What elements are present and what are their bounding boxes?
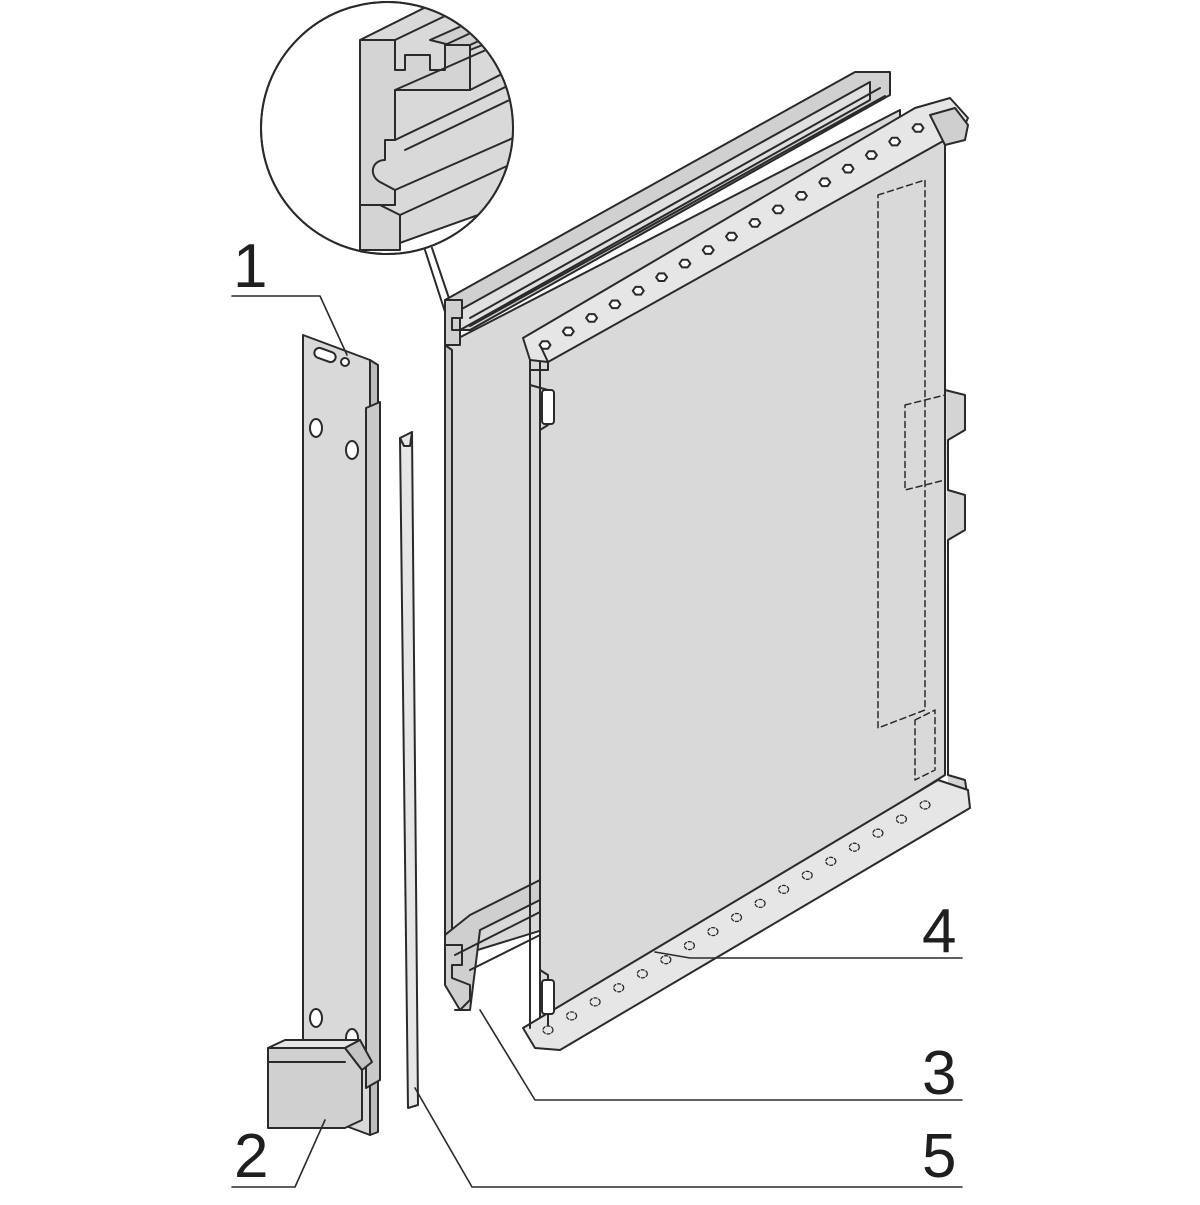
callout-3: 3 [922, 1039, 957, 1108]
side-panel [522, 97, 971, 1051]
flange-hole [561, 326, 575, 337]
flange-hole [585, 313, 599, 323]
flange-hole [771, 204, 785, 215]
flange-hole [794, 191, 808, 201]
flange-hole-hidden [660, 955, 672, 965]
flange-hole [701, 245, 715, 255]
flange-hole [748, 218, 762, 228]
flange-hole-hidden [683, 940, 696, 951]
flange-hole [841, 163, 855, 174]
front-panel [302, 334, 381, 1136]
leader-lines [231, 295, 963, 1188]
flange-hole [538, 340, 552, 350]
handle [267, 1039, 373, 1129]
flange-hole [864, 150, 878, 160]
flange-hole-hidden [636, 969, 648, 979]
flange-hole-hidden [895, 814, 908, 824]
flange-hole-hidden [777, 884, 790, 895]
callout-1: 1 [233, 232, 268, 301]
flange-hole [725, 231, 738, 242]
flange-hole [818, 177, 832, 188]
bottom-flange-holes [542, 800, 931, 1035]
flange-hole-hidden [542, 1025, 554, 1035]
flange-hole [631, 285, 645, 296]
flange-hole [655, 272, 669, 282]
flange-hole-hidden [613, 983, 625, 993]
flange-hole-hidden [825, 856, 837, 866]
gasket-strip [399, 431, 419, 1109]
flange-hole-hidden [872, 828, 884, 838]
flange-hole [888, 136, 902, 147]
magnifier-detail [260, 1, 514, 319]
flange-hole-hidden [848, 842, 860, 852]
flange-hole-hidden [801, 870, 813, 880]
flange-hole [608, 299, 622, 310]
flange-hole [678, 258, 692, 269]
flange-hole-hidden [565, 1011, 578, 1021]
callout-4: 4 [922, 897, 957, 966]
rail-profile-closeup [359, 3, 512, 251]
callout-2: 2 [234, 1122, 269, 1191]
flange-hole-hidden [919, 800, 931, 810]
top-flange-holes [538, 123, 925, 350]
flange-hole-hidden [730, 912, 743, 923]
flange-hole-hidden [589, 997, 601, 1007]
flange-hole-hidden [707, 926, 719, 937]
flange-hole [911, 123, 925, 133]
flange-hole-hidden [754, 898, 766, 909]
callout-5: 5 [922, 1122, 957, 1191]
